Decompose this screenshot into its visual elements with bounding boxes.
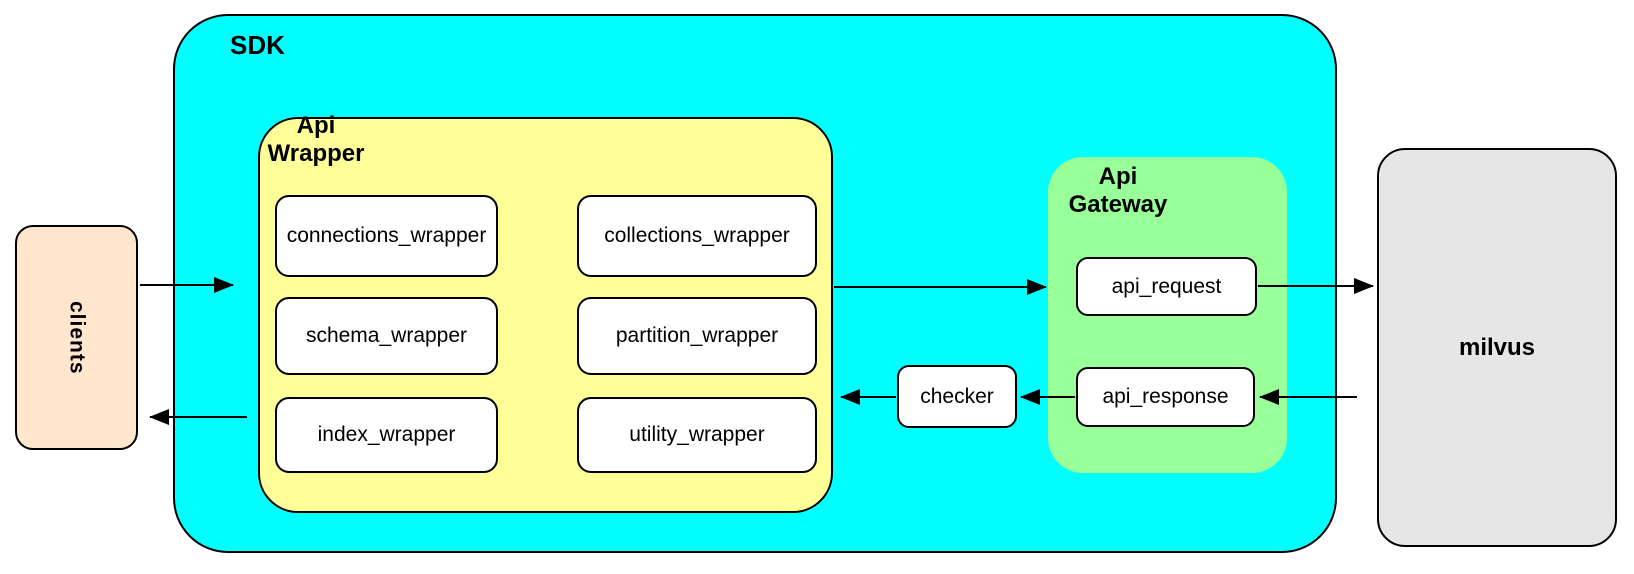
sdk-label: SDK [230,30,285,60]
box-schema-wrapper: schema_wrapper [275,297,498,375]
clients-label: clients [65,300,89,375]
box-utility-wrapper: utility_wrapper [577,397,817,473]
box-index-wrapper: index_wrapper [275,397,498,473]
api-wrapper-label: Api Wrapper [267,112,365,168]
box-collections-wrapper: collections_wrapper [577,195,817,277]
box-api-request: api_request [1076,257,1257,316]
box-partition-wrapper: partition_wrapper [577,297,817,375]
box-checker: checker [897,365,1017,428]
milvus-label: milvus [1458,333,1536,361]
clients-box: clients [15,225,138,450]
api-gateway-label: Api Gateway [1068,163,1168,219]
box-connections-wrapper: connections_wrapper [275,195,498,277]
box-api-response: api_response [1076,367,1255,427]
milvus-box: milvus [1377,148,1617,547]
